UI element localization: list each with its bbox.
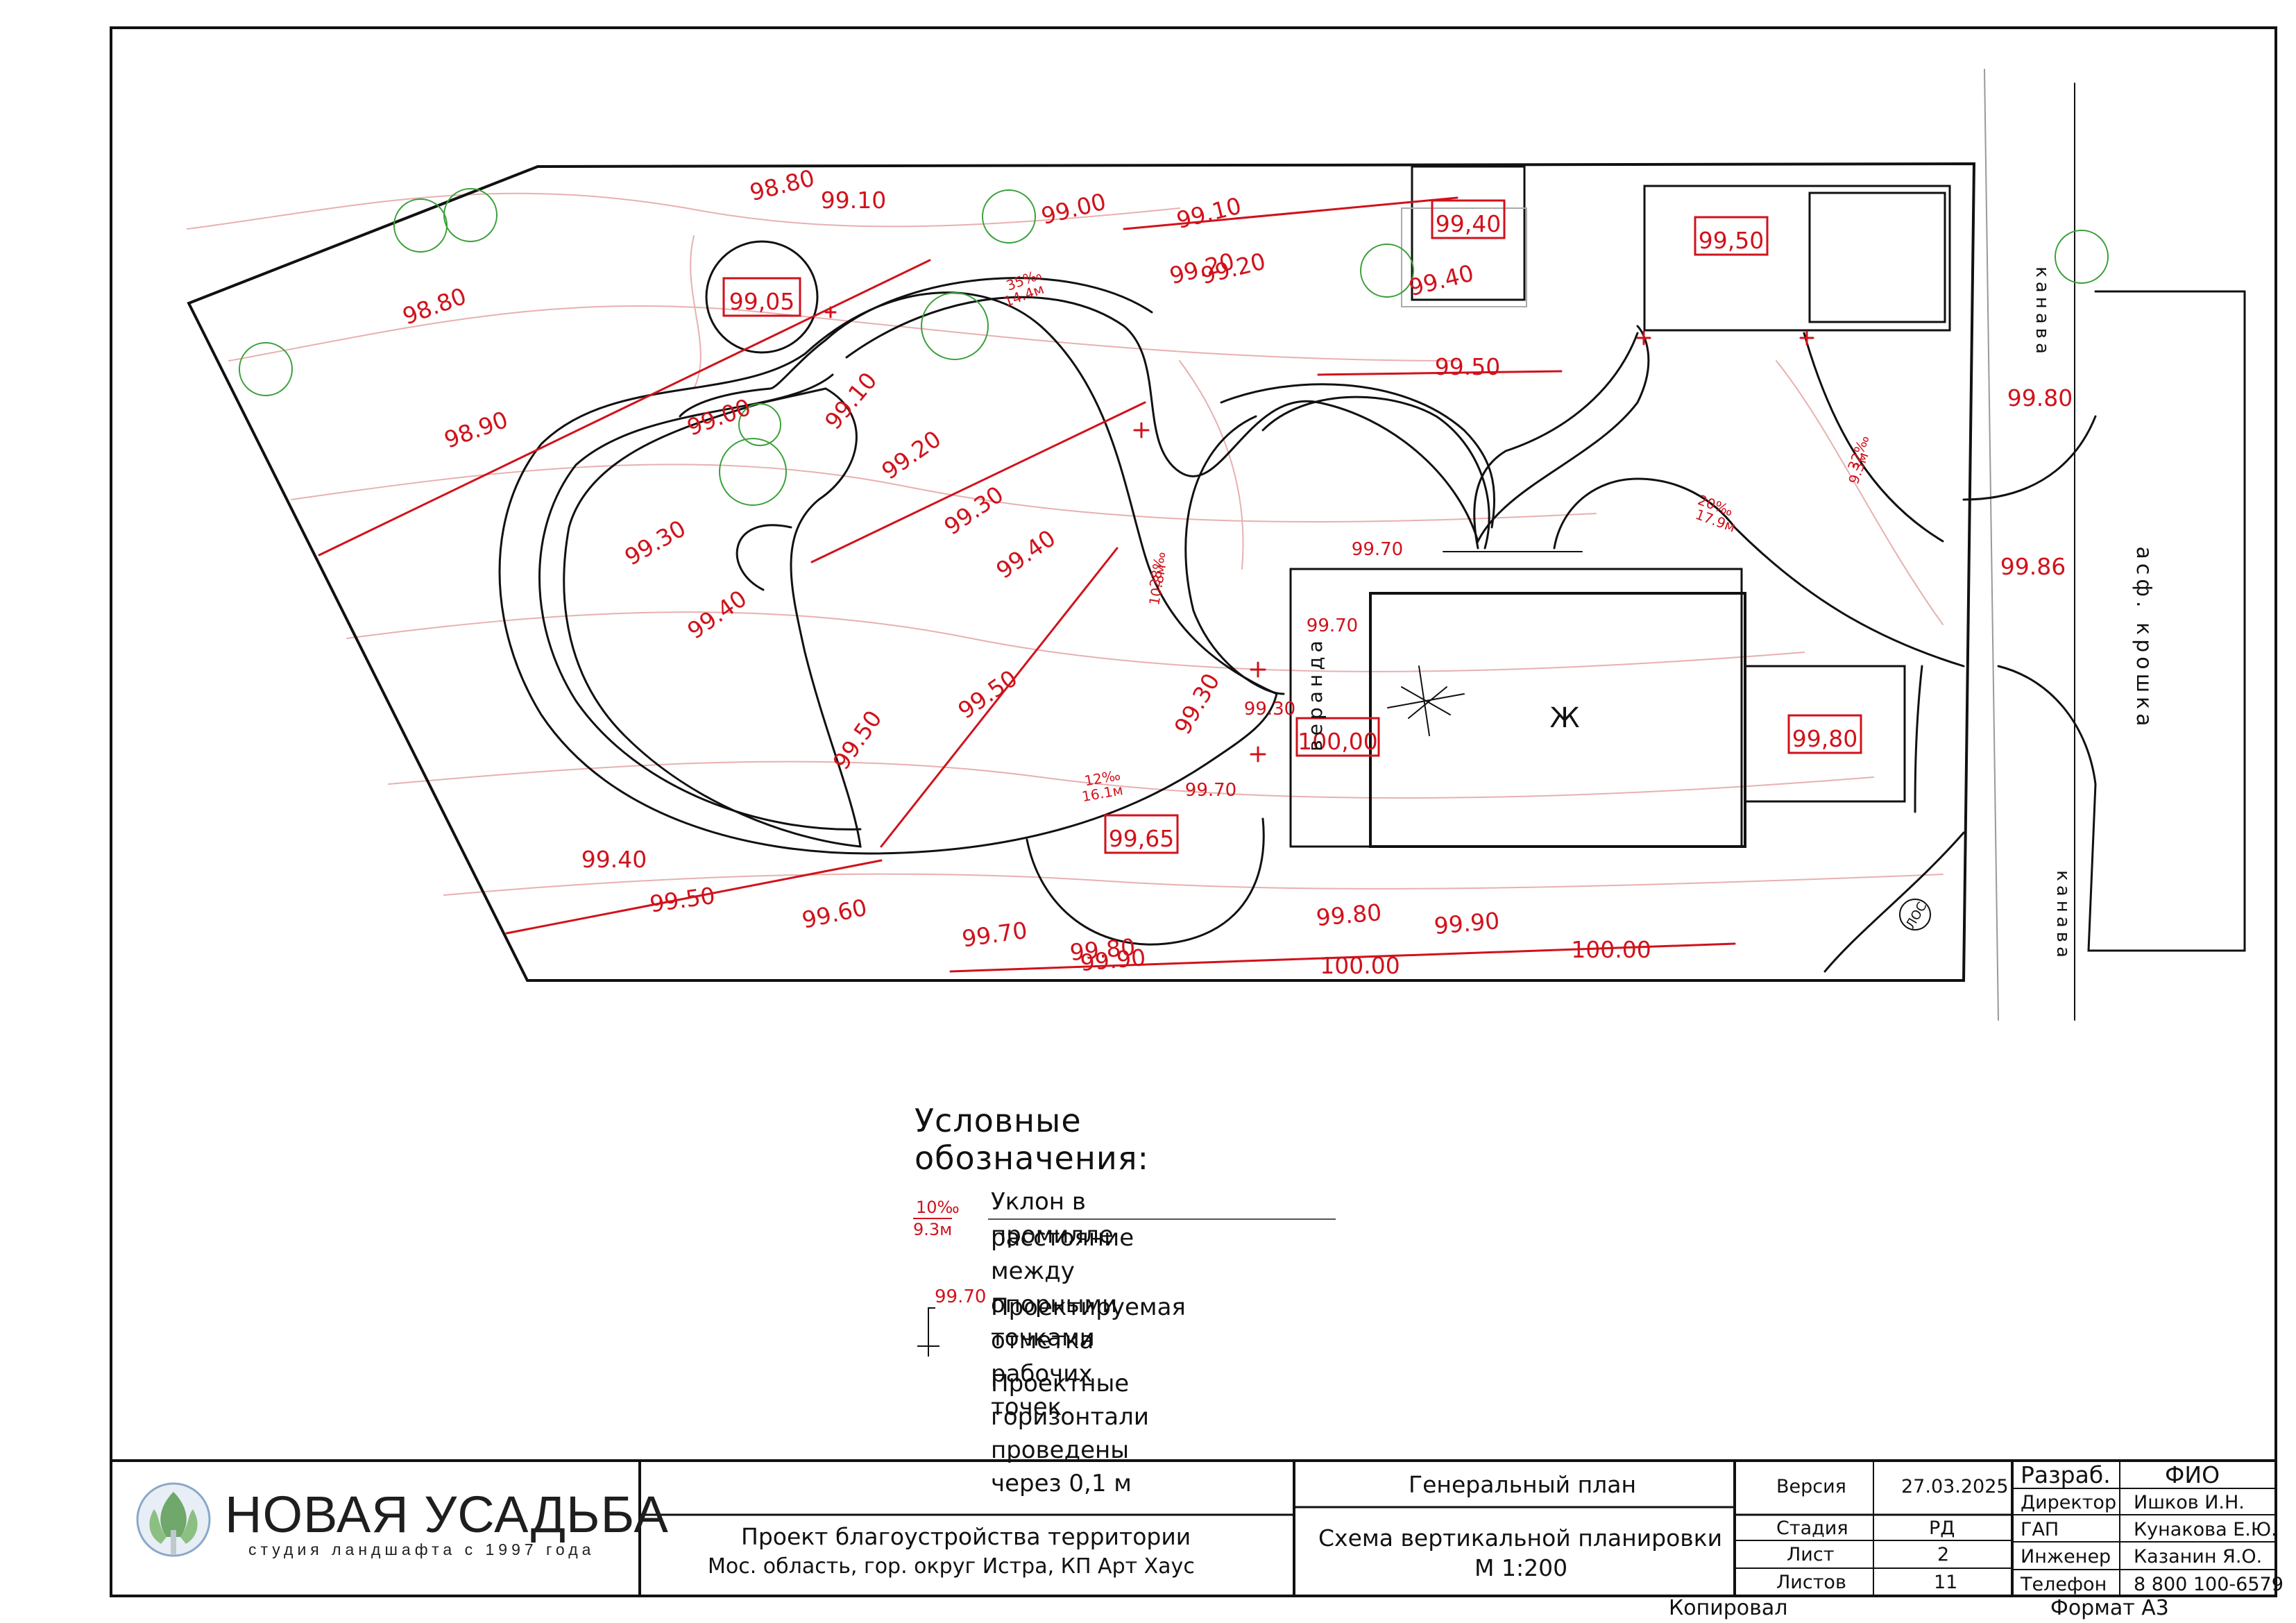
legend-mark-text: Проектируемая отметка рабочих точек (991, 1293, 1186, 1421)
sheet-label: Лист (1787, 1544, 1835, 1565)
brand-name: НОВАЯ УСАДЬБА (225, 1486, 669, 1543)
role-3: Инженер (2021, 1546, 2111, 1567)
elevation-14: 99.30 (620, 515, 690, 571)
company-logo-icon (136, 1482, 211, 1557)
boxed-mark-0: 99,05 (729, 288, 794, 315)
boxed-mark-3: 100,00 (1298, 728, 1377, 755)
elevation-26: 100.00 (1571, 936, 1651, 963)
drawing-scale: М 1:200 (1474, 1554, 1568, 1581)
elevation-29: 99.50 (1435, 353, 1500, 380)
elevation-8: 99.30 (939, 481, 1009, 541)
boxed-marks: 99,05 99,40 99,50 100,00 99,65 99,80 (722, 199, 1862, 854)
role-0: Разраб. (2021, 1461, 2111, 1488)
plot-boundary (187, 162, 1976, 982)
boxed-mark-2: 99,50 (1699, 227, 1764, 254)
elevation-31: 99.80 (2007, 384, 2073, 411)
elevation-23: 99.80 (1315, 899, 1383, 931)
legend-contour-text: Проектные горизонтали проведены через 0,… (991, 1370, 1149, 1497)
boxed-mark-4: 99,65 (1109, 825, 1174, 852)
elevation-5: 98.90 (441, 406, 511, 454)
sheets-value: 11 (1934, 1572, 1958, 1593)
elevation-27: 99.30 (1169, 669, 1225, 739)
elevation-6: 99.10 (821, 187, 886, 214)
name-3: Казанин Я.О. (2134, 1546, 2263, 1567)
boxed-mark-frame-0 (722, 277, 801, 317)
name-1: Ишков И.Н. (2134, 1492, 2245, 1513)
sheet-frame (110, 26, 2277, 1597)
ditch-label-top: канава (2032, 266, 2052, 358)
work-point-5: 99.70 (1352, 539, 1403, 560)
legend-symbols: 10‰ 9.3м 99.70 (913, 1198, 1336, 1357)
north-arrow-icon (1387, 665, 1465, 736)
project-line-1: Проект благоустройства территории (741, 1523, 1191, 1550)
boxed-mark-1: 99,40 (1436, 210, 1501, 237)
elevation-9: 99.40 (992, 525, 1061, 584)
role-1: Директор (2021, 1492, 2117, 1513)
legend-slope-text: Уклон в промилле (991, 1188, 1114, 1249)
work-point-6: 99.30 (1244, 699, 1295, 720)
lds-symbol (1899, 899, 1931, 931)
elevation-28: 99.40 (1406, 259, 1477, 301)
project-line-2: Мос. область, гор. округ Истра, КП Арт Х… (708, 1554, 1195, 1579)
legend-title: Условные обозначения: (915, 1102, 1149, 1177)
elevation-13: 99.20 (877, 425, 946, 485)
elevation-22: 99.90 (1079, 944, 1147, 976)
sheet-value: 2 (1937, 1544, 1950, 1565)
elevation-1: 99.00 (1039, 187, 1109, 230)
elevation-2: 99.10 (1174, 192, 1244, 234)
version-value: 27.03.2025 (1901, 1476, 2009, 1497)
role-4: Телефон (2021, 1574, 2107, 1595)
work-point-1: 99.70 (1185, 780, 1236, 801)
stage-value: РД (1929, 1518, 1955, 1539)
site-plan (187, 69, 2246, 1021)
elevation-25: 100.00 (1320, 952, 1400, 979)
name-2: Кунакова Е.Ю. (2134, 1519, 2277, 1540)
road-surface-label: асф. крошка (2132, 546, 2156, 730)
format-label: Формат А3 (2050, 1596, 2169, 1620)
copied-label: Копировал (1669, 1596, 1788, 1620)
legend-mark-sample: 99.70 (935, 1286, 986, 1307)
sheets-label: Листов (1776, 1572, 1846, 1593)
trees (239, 188, 2109, 506)
role-2: ГАП (2021, 1519, 2059, 1540)
elevation-21: 99.80 (1069, 933, 1137, 966)
name-0: ФИО (2165, 1461, 2220, 1488)
design-contours (187, 192, 1944, 896)
legend-slope-dist: 9.3м (913, 1220, 952, 1239)
name-4: 8 800 100-6579 (2134, 1574, 2284, 1595)
elevation-24: 99.90 (1433, 907, 1501, 940)
elevation-15: 99.40 (683, 585, 752, 645)
legend-slope-distance-text: расстояние между опорными точками (991, 1224, 1134, 1352)
legend-slope-pct: 10‰ (916, 1198, 960, 1217)
veranda-label: веранда (1304, 636, 1327, 751)
elevation-20: 99.70 (960, 917, 1029, 953)
elevation-10: 99.50 (953, 665, 1023, 724)
boxed-mark-frame-3 (1295, 717, 1380, 757)
boxed-mark-frame-5 (1787, 714, 1862, 754)
titleblock-grid (638, 1461, 2276, 1596)
sheet-title: Генеральный план (1409, 1471, 1637, 1498)
work-point-labels: 99.70 99.70 99.70 99.30 (1185, 539, 1403, 801)
elevation-30: 99.86 (2000, 553, 2066, 580)
drawing-title: Схема вертикальной планировки (1318, 1524, 1723, 1552)
work-point-0: 99.70 (1307, 615, 1358, 636)
stage-label: Стадия (1776, 1518, 1848, 1539)
elevation-11: 99.00 (683, 393, 754, 441)
boxed-mark-frame-1 (1431, 199, 1506, 239)
version-label: Версия (1776, 1476, 1846, 1497)
brand-subtitle: студия ландшафта с 1997 года (248, 1540, 595, 1558)
elevation-17: 99.40 (581, 846, 647, 873)
building-label: Ж (1549, 702, 1579, 734)
ditch-label-bottom: канава (2052, 870, 2073, 962)
work-point-crosses (824, 306, 1814, 763)
elevation-0: 98.80 (747, 164, 817, 206)
boxed-mark-frame-2 (1694, 216, 1769, 256)
boxed-mark-frame-4 (1104, 814, 1179, 854)
elevation-18: 99.50 (648, 882, 717, 918)
boxed-mark-5: 99,80 (1792, 725, 1857, 752)
elevation-19: 99.60 (799, 894, 869, 934)
elevation-16: 99.50 (828, 706, 887, 775)
